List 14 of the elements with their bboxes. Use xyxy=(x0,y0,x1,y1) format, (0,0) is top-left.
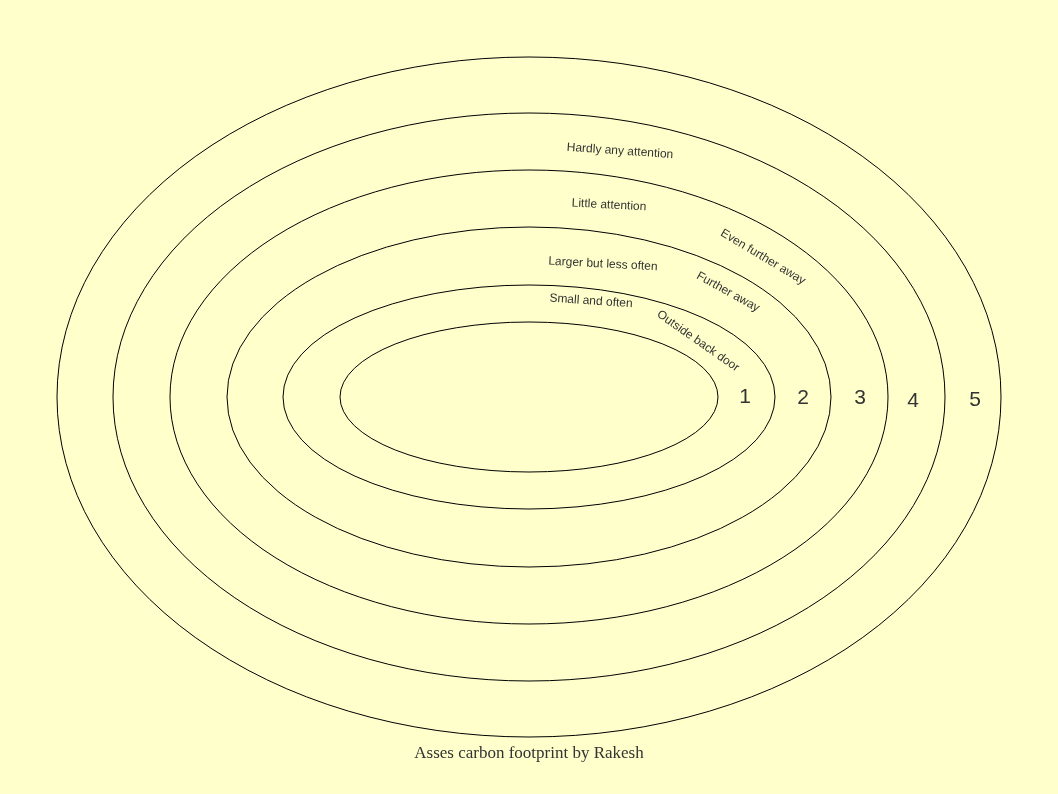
caption: Asses carbon footprint by Rakesh xyxy=(413,743,645,763)
ring-number: 1 xyxy=(739,384,751,408)
ring-label: Larger but less often xyxy=(548,254,658,274)
ring-number: 2 xyxy=(797,385,809,409)
ring-label: Hardly any attention xyxy=(566,140,674,162)
ring-ellipse xyxy=(227,227,831,567)
ring-ellipse xyxy=(57,57,1001,737)
ring-label: Little attention xyxy=(571,196,647,214)
ring-label: Small and often xyxy=(548,291,634,311)
ring-number: 4 xyxy=(907,388,919,412)
ring-number: 5 xyxy=(969,387,981,411)
ring-number: 3 xyxy=(854,385,866,409)
ring-ellipse xyxy=(170,170,888,624)
ring-ellipse xyxy=(113,113,945,681)
